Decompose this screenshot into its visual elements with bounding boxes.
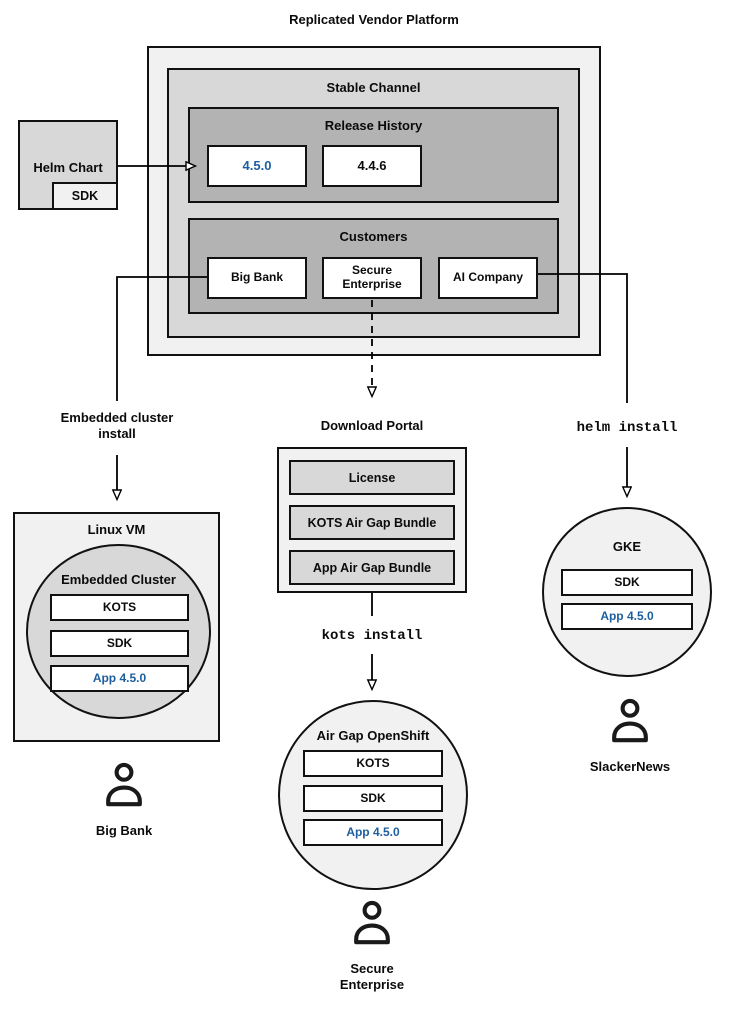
person-icon: [354, 900, 390, 945]
openshift-sdk-box: SDK: [303, 785, 443, 812]
download-portal-title: Download Portal: [320, 418, 424, 433]
download-portal-box: License KOTS Air Gap Bundle App Air Gap …: [277, 447, 467, 593]
persona-secure-enterprise-label: Secure Enterprise: [339, 961, 405, 993]
release-history-box: Release History 4.5.0 4.4.6: [188, 107, 559, 203]
openshift-app-box: App 4.5.0: [303, 819, 443, 846]
gke-title: GKE: [612, 539, 642, 554]
persona-slackernews: SlackerNews: [560, 694, 700, 775]
persona-secure-enterprise: Secure Enterprise: [332, 896, 412, 994]
linux-vm-box: Linux VM Embedded Cluster KOTS SDK App 4…: [13, 512, 220, 742]
customers-box: Customers Big Bank Secure Enterprise AI …: [188, 218, 559, 314]
vendor-platform-box: Stable Channel Release History 4.5.0 4.4…: [147, 46, 601, 356]
customer-secure-enterprise: Secure Enterprise: [322, 257, 422, 299]
person-icon: [106, 762, 142, 807]
customer-big-bank: Big Bank: [207, 257, 307, 299]
gke-circle: GKE SDK App 4.5.0: [542, 507, 712, 677]
helm-chart-sdk-box: SDK: [52, 182, 118, 210]
embedded-cluster-circle: Embedded Cluster KOTS SDK App 4.5.0: [26, 544, 211, 719]
helm-install-label: helm install: [576, 420, 678, 436]
airgap-openshift-circle: Air Gap OpenShift KOTS SDK App 4.5.0: [278, 700, 468, 890]
person-icon: [612, 698, 648, 743]
embedded-cluster-title: Embedded Cluster: [61, 572, 176, 587]
portal-license-box: License: [289, 460, 455, 495]
embedded-install-label: Embedded cluster install: [60, 410, 174, 442]
stable-channel-title: Stable Channel: [326, 80, 421, 95]
customer-ai-company: AI Company: [438, 257, 538, 299]
ec-app-box: App 4.5.0: [50, 665, 189, 692]
release-version-previous: 4.4.6: [322, 145, 422, 187]
diagram-title: Replicated Vendor Platform: [289, 12, 459, 27]
persona-slackernews-label: SlackerNews: [589, 759, 671, 774]
openshift-kots-box: KOTS: [303, 750, 443, 777]
stable-channel-box: Stable Channel Release History 4.5.0 4.4…: [167, 68, 580, 338]
persona-big-bank: Big Bank: [64, 758, 184, 839]
gke-sdk-box: SDK: [561, 569, 693, 596]
airgap-openshift-title: Air Gap OpenShift: [316, 728, 430, 743]
release-version-current: 4.5.0: [207, 145, 307, 187]
kots-install-label: kots install: [321, 628, 423, 644]
release-history-title: Release History: [324, 118, 423, 133]
gke-app-box: App 4.5.0: [561, 603, 693, 630]
ec-sdk-box: SDK: [50, 630, 189, 657]
helm-chart-box: Helm Chart SDK: [18, 120, 118, 210]
customers-title: Customers: [339, 229, 408, 244]
ec-kots-box: KOTS: [50, 594, 189, 621]
persona-big-bank-label: Big Bank: [95, 823, 153, 838]
portal-kots-bundle-box: KOTS Air Gap Bundle: [289, 505, 455, 540]
helm-chart-label: Helm Chart: [33, 160, 103, 175]
linux-vm-title: Linux VM: [87, 522, 146, 537]
portal-app-bundle-box: App Air Gap Bundle: [289, 550, 455, 585]
